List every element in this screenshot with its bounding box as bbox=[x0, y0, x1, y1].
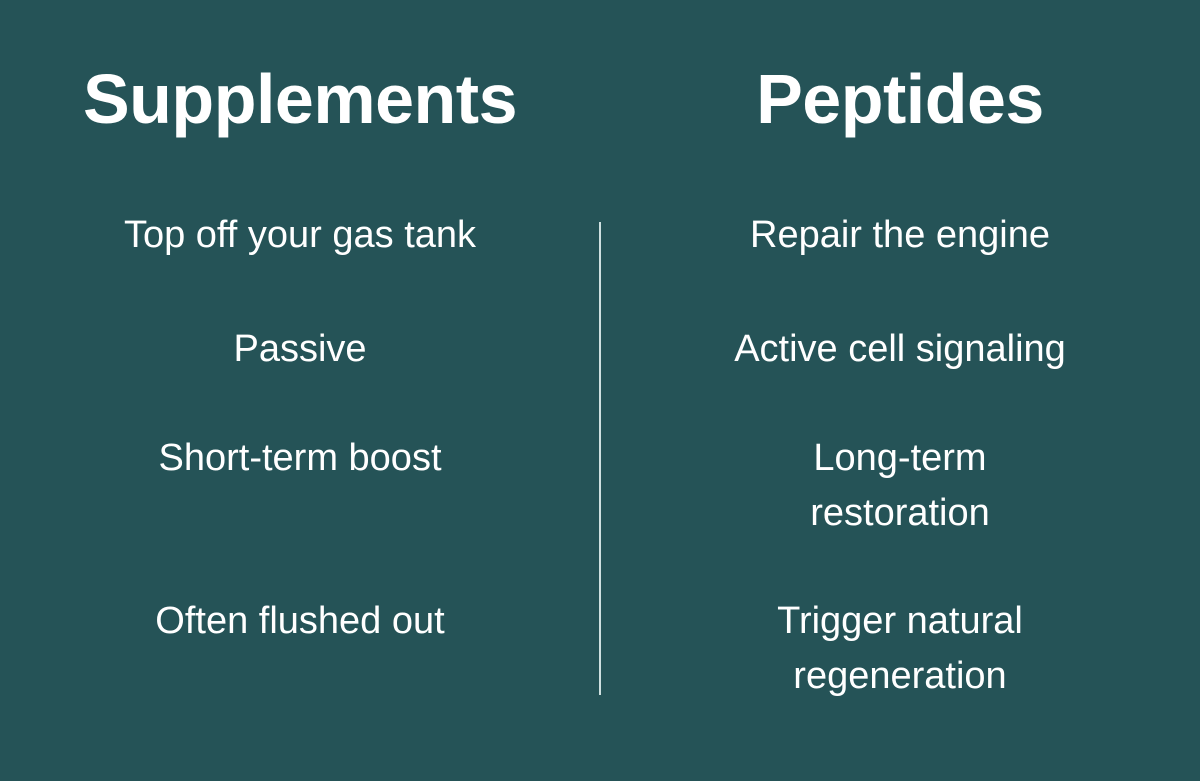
left-cell: Short-term boost bbox=[0, 431, 600, 486]
right-column-heading-cell: Peptides bbox=[600, 63, 1200, 137]
left-row-text: Passive bbox=[233, 328, 367, 370]
left-row-text: Often flushed out bbox=[155, 600, 445, 642]
comparison-row: Passive Active cell signaling bbox=[0, 322, 1200, 377]
comparison-row: Often flushed out Trigger natural regene… bbox=[0, 594, 1200, 704]
left-cell: Often flushed out bbox=[0, 594, 600, 649]
comparison-rows: Top off your gas tank Repair the engine … bbox=[0, 200, 1200, 730]
column-headings: Supplements Peptides bbox=[0, 0, 1200, 200]
right-column-heading: Peptides bbox=[756, 60, 1044, 139]
right-cell: Repair the engine bbox=[600, 208, 1200, 263]
left-column-heading-cell: Supplements bbox=[0, 63, 600, 137]
left-column-heading: Supplements bbox=[82, 60, 518, 139]
left-cell: Top off your gas tank bbox=[0, 208, 600, 263]
right-row-text: Repair the engine bbox=[750, 214, 1050, 256]
comparison-row: Top off your gas tank Repair the engine bbox=[0, 208, 1200, 263]
right-cell: Trigger natural regeneration bbox=[600, 594, 1200, 704]
left-row-text: Short-term boost bbox=[158, 437, 442, 479]
right-cell: Active cell signaling bbox=[600, 322, 1200, 377]
vertical-divider bbox=[599, 222, 601, 695]
left-cell: Passive bbox=[0, 322, 600, 377]
comparison-row: Short-term boost Long-term restoration bbox=[0, 431, 1200, 541]
right-cell: Long-term restoration bbox=[600, 431, 1200, 541]
right-row-text: Trigger natural regeneration bbox=[777, 600, 1023, 698]
right-row-text: Active cell signaling bbox=[734, 328, 1066, 370]
right-row-text: Long-term restoration bbox=[810, 437, 990, 535]
left-row-text: Top off your gas tank bbox=[123, 214, 477, 256]
